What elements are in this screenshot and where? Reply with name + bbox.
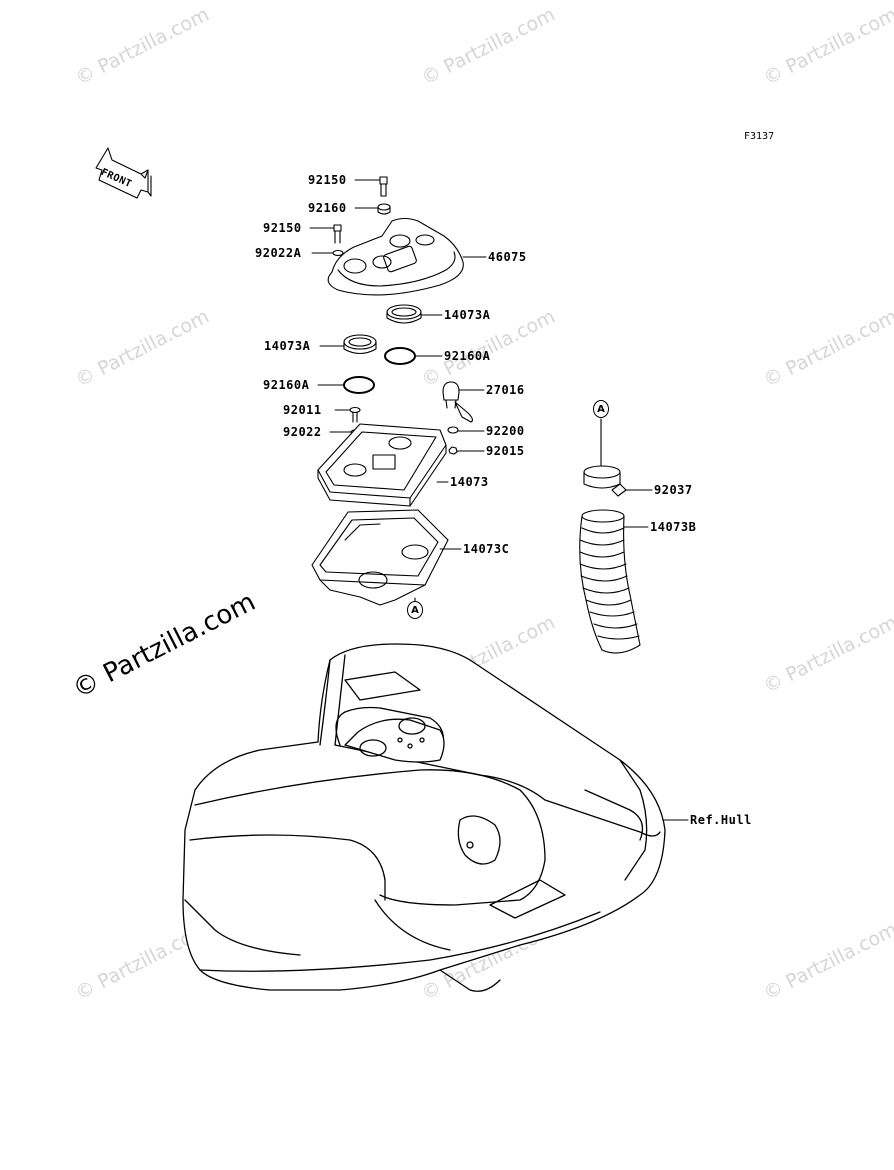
part-label-92150: 92150 [263, 221, 302, 235]
part-label-92200: 92200 [486, 424, 525, 438]
leader-lines [309, 179, 653, 550]
callout-a: A [407, 601, 423, 619]
part-label-46075: 46075 [488, 250, 527, 264]
front-arrow-icon [95, 147, 152, 199]
part-label-27016: 27016 [486, 383, 525, 397]
clamp-92037 [583, 465, 627, 497]
part-label-14073a: 14073A [264, 339, 311, 353]
bolt-92150-left [333, 224, 342, 244]
part-label-92022: 92022 [283, 425, 322, 439]
part-label-92150: 92150 [308, 173, 347, 187]
bolt-92150 [379, 176, 388, 197]
part-label-92022a: 92022A [255, 246, 302, 260]
part-label-14073c: 14073C [463, 542, 510, 556]
diagram-code: F3137 [744, 131, 775, 142]
screw-92011 [349, 406, 361, 423]
oring-92160a-left [343, 376, 375, 394]
callout-a: A [593, 400, 609, 418]
duct-14073b [579, 509, 641, 654]
part-label-92160: 92160 [308, 201, 347, 215]
grommet-14073a-lower [343, 334, 377, 355]
part-label-92160a: 92160A [263, 378, 310, 392]
part-label-14073a: 14073A [444, 308, 491, 322]
housing-14073 [317, 423, 447, 507]
part-label-14073b: 14073B [650, 520, 697, 534]
part-label-14073: 14073 [450, 475, 489, 489]
washer-92022a [332, 249, 344, 257]
oring-92160a-right [384, 347, 416, 365]
nut-92015 [448, 446, 458, 455]
part-label-92037: 92037 [654, 483, 693, 497]
ref-hull-label: Ref.Hull [690, 813, 752, 827]
hull [182, 643, 666, 992]
part-label-92160a: 92160A [444, 349, 491, 363]
grommet-14073a-upper [386, 304, 422, 324]
washer-92200 [447, 426, 459, 434]
part-label-92011: 92011 [283, 403, 322, 417]
part-label-92015: 92015 [486, 444, 525, 458]
housing-14073c [311, 509, 449, 606]
bushing-92160 [377, 203, 391, 215]
cover-46075 [327, 217, 464, 296]
part-27016 [442, 381, 473, 423]
